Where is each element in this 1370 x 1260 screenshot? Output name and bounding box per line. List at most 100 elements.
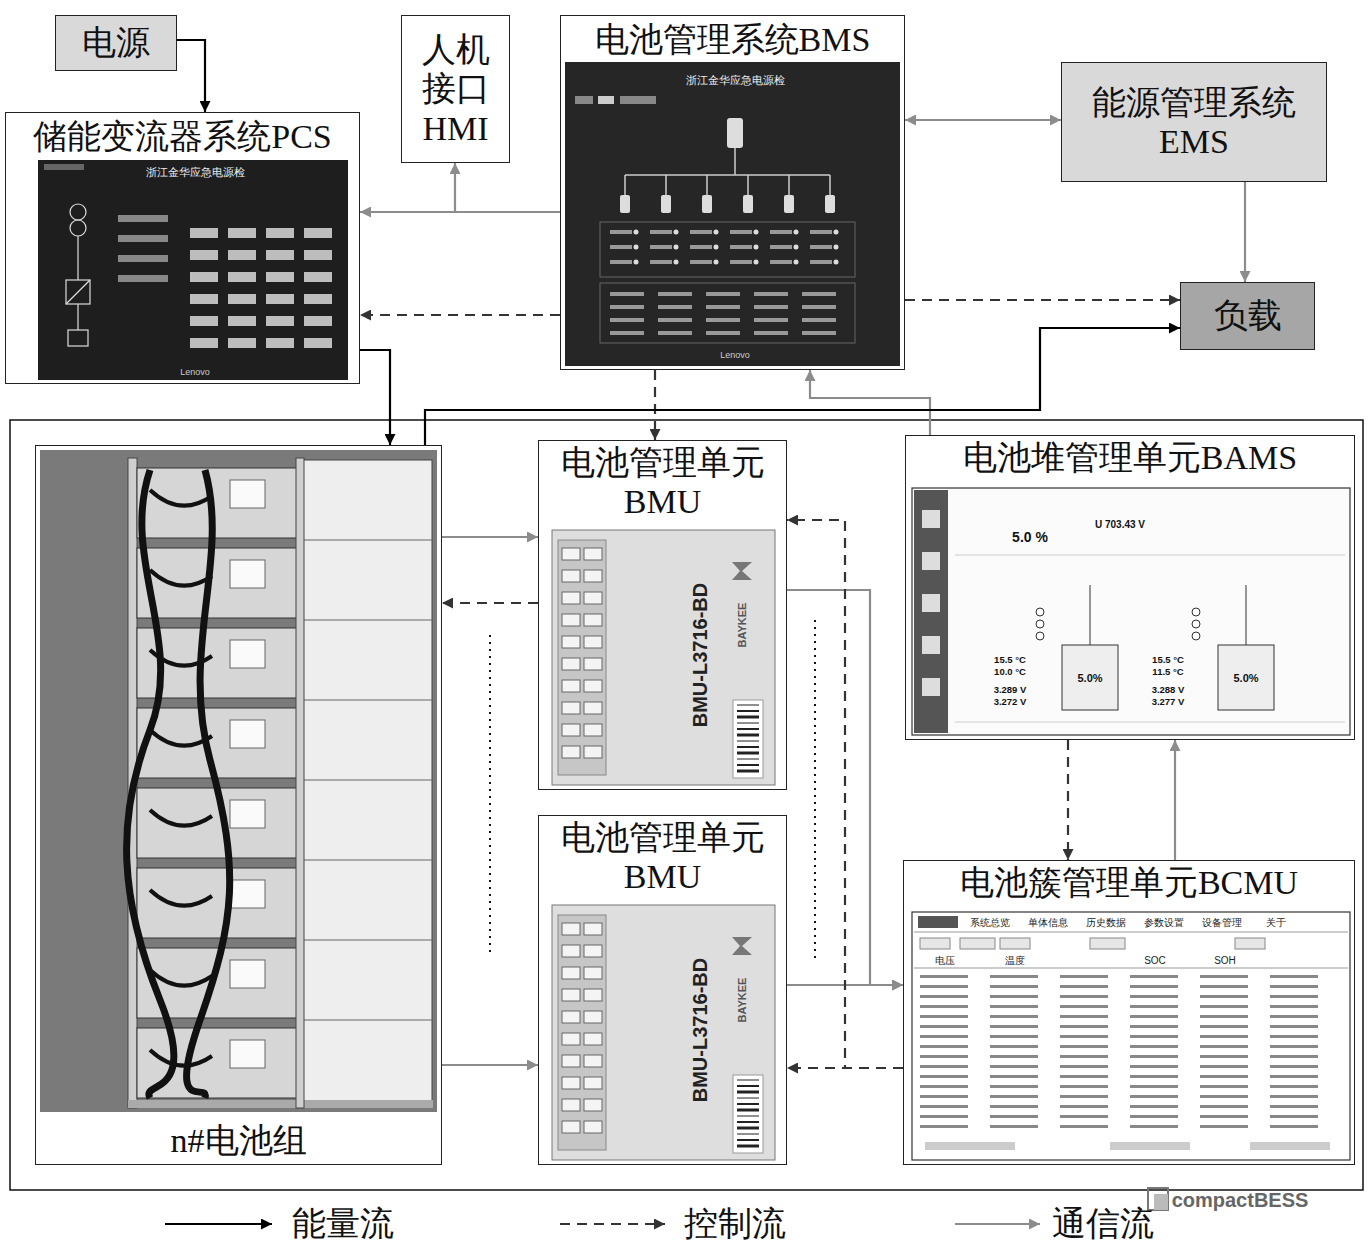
table-cell xyxy=(1130,1065,1178,1068)
screen-field xyxy=(802,318,836,322)
screen-text: 3.277 V xyxy=(1152,697,1185,707)
table-cell xyxy=(920,1025,968,1028)
table-cell xyxy=(1270,975,1318,978)
bmu-terminal xyxy=(562,1077,580,1089)
screen-field xyxy=(690,260,712,264)
node-label: n#电池组 xyxy=(171,1121,307,1160)
screen-field xyxy=(730,260,752,264)
screen-button xyxy=(304,228,332,238)
table-cell xyxy=(1130,1095,1178,1098)
table-cell xyxy=(1060,1075,1108,1078)
screen-field xyxy=(690,245,712,249)
table-cell xyxy=(990,1105,1038,1108)
node-label: 人机 接口 HMI xyxy=(402,30,509,147)
sidebar-icon xyxy=(922,678,940,696)
connector-group xyxy=(177,40,1245,1068)
module-nameplate xyxy=(230,800,265,828)
tree-node-icon xyxy=(743,195,753,213)
screen-text: 5.0% xyxy=(1077,672,1102,684)
node-label: 能源管理系统 EMS xyxy=(1062,83,1326,161)
screen-sidebar xyxy=(914,490,948,733)
bmu-terminal xyxy=(584,614,602,626)
screen-text: SOH xyxy=(1214,955,1236,966)
circuit-wire xyxy=(77,304,78,330)
screen-button xyxy=(228,338,256,348)
rack-shelf xyxy=(300,540,432,541)
barcode-bar xyxy=(737,1127,759,1130)
bmu-terminal xyxy=(562,746,580,758)
status-dot xyxy=(794,260,799,265)
screen-field xyxy=(754,305,788,309)
barcode-sticker xyxy=(733,1075,763,1153)
screen-tab xyxy=(620,96,656,104)
tree-node-icon xyxy=(620,195,630,213)
bmu-terminal xyxy=(562,614,580,626)
module-nameplate xyxy=(230,880,265,908)
screen-panel xyxy=(600,222,855,277)
screen-button xyxy=(304,338,332,348)
module-nameplate xyxy=(230,640,265,668)
table-cell xyxy=(1130,1015,1178,1018)
table-cell xyxy=(920,1055,968,1058)
control-flow-arrow xyxy=(654,370,656,440)
sidebar-icon xyxy=(922,552,940,570)
table-cell xyxy=(990,1015,1038,1018)
table-cell xyxy=(1130,1075,1178,1078)
screen-field xyxy=(690,230,712,234)
sidebar-icon xyxy=(922,636,940,654)
screen-field xyxy=(118,275,168,282)
screen-button xyxy=(266,338,294,348)
screen-button xyxy=(190,316,218,326)
module-nameplate xyxy=(230,480,265,508)
table-cell xyxy=(920,985,968,988)
table-cell xyxy=(1270,1055,1318,1058)
table-cell xyxy=(920,975,968,978)
barcode-bar xyxy=(737,705,759,706)
table-cell xyxy=(920,1015,968,1018)
load-box: 负载 xyxy=(1180,282,1315,350)
bmu-photo xyxy=(552,530,775,785)
screen-field xyxy=(802,292,836,296)
tree-line xyxy=(829,175,831,195)
table-cell xyxy=(1130,1005,1178,1008)
screen-button xyxy=(1235,938,1265,949)
control-flow-arrow xyxy=(787,1067,903,1069)
barcode-bar xyxy=(737,1139,759,1141)
bmu-terminal xyxy=(584,945,602,957)
table-cell xyxy=(920,1105,968,1108)
tree-line xyxy=(1246,585,1247,645)
screen-field xyxy=(118,235,168,242)
table-cell xyxy=(1130,1085,1178,1088)
screen-field xyxy=(706,305,740,309)
battery-cable xyxy=(150,1050,212,1066)
communication-flow-arrow xyxy=(905,119,1061,121)
node-label: 储能变流器系统PCS xyxy=(33,117,332,156)
bmu-terminal xyxy=(584,636,602,648)
tree-line xyxy=(1090,585,1091,645)
screen-field xyxy=(810,230,832,234)
energy-flow-arrow xyxy=(425,328,1180,445)
screen-field xyxy=(730,245,752,249)
screen-divider xyxy=(955,555,1345,556)
contactor-indicator xyxy=(1192,620,1200,628)
communication-flow-arrow xyxy=(455,163,560,212)
tree-node-icon xyxy=(784,195,794,213)
control-flow-arrow xyxy=(1067,740,1069,860)
screen-field xyxy=(658,305,692,309)
screen-field xyxy=(706,331,740,335)
status-dot xyxy=(834,260,839,265)
status-dot xyxy=(714,245,719,250)
bmu-terminal xyxy=(584,1077,602,1089)
pcs-screen xyxy=(38,160,348,380)
table-cell xyxy=(920,1005,968,1008)
screen-field xyxy=(754,331,788,335)
bmu-terminal xyxy=(562,1011,580,1023)
legend-line-sample xyxy=(165,1223,272,1225)
battery-cable xyxy=(127,470,174,1098)
bmu-terminal xyxy=(584,1055,602,1067)
screen-button xyxy=(266,294,294,304)
table-cell xyxy=(1130,1045,1178,1048)
table-cell xyxy=(1270,995,1318,998)
battery-module xyxy=(137,868,300,938)
communication-flow-arrow xyxy=(442,536,538,538)
